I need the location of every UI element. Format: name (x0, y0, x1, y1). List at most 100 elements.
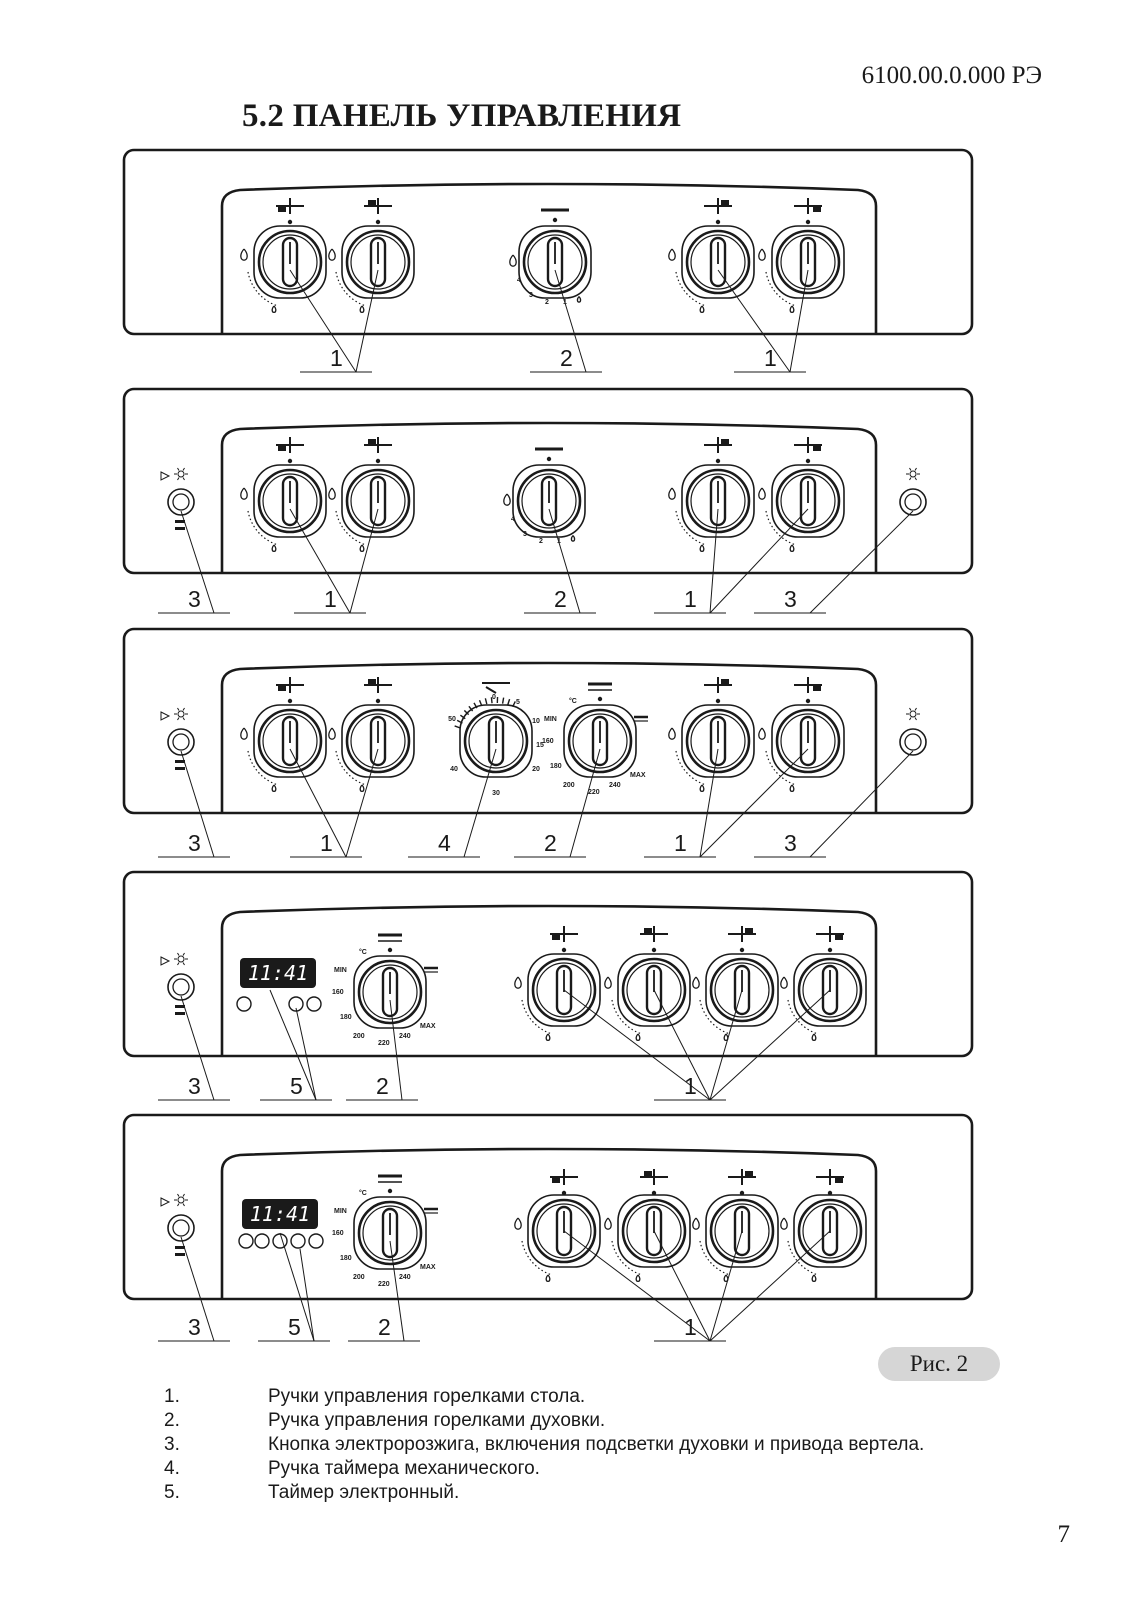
flame-scale (675, 750, 707, 786)
temperature-label: 180 (340, 1255, 352, 1262)
unit-label: °C (569, 697, 577, 705)
leader-line (709, 989, 743, 1101)
timer-tick (490, 697, 493, 704)
leader-line (279, 1232, 315, 1342)
legend-item: 5.Таймер электронный. (164, 1481, 924, 1505)
timer-button (254, 1233, 270, 1249)
callout: 5 (258, 1232, 330, 1342)
timer-tick (512, 701, 516, 708)
indicator-dot (805, 458, 811, 464)
panel-outline (122, 627, 974, 815)
callout: 5 (260, 989, 332, 1101)
timer-display (240, 958, 316, 988)
oven-scale-label: 3 (523, 531, 527, 538)
flame-scale (787, 1240, 819, 1276)
temperature-label: 220 (588, 789, 600, 796)
flame-scale (335, 510, 367, 546)
temperature-label: 160 (332, 1230, 344, 1237)
big-flame-icon (328, 727, 336, 740)
temperature-label: 160 (542, 738, 554, 745)
leader-line (653, 1230, 711, 1342)
callout-number: 1 (674, 830, 687, 856)
callout: 3 (158, 750, 230, 858)
burner-knob (758, 704, 845, 793)
callout-number: 1 (764, 345, 777, 371)
callout: 4 (408, 748, 497, 858)
min-label: MIN (334, 967, 347, 974)
min-label: MIN (544, 716, 557, 723)
leader-line (717, 269, 791, 373)
small-flame-icon (359, 544, 365, 553)
small-flame-icon (576, 296, 582, 303)
control-panel: 4321121 (122, 148, 974, 373)
mode-marker (175, 767, 185, 770)
temperature-label: 180 (550, 763, 562, 770)
leader-line (809, 510, 914, 614)
big-flame-icon (514, 976, 522, 989)
burner-knob (668, 704, 755, 793)
panel-inner-edge (220, 1147, 878, 1299)
temperature-label: 240 (399, 1274, 411, 1281)
leader-line (295, 1007, 317, 1101)
big-flame-icon (668, 248, 676, 261)
indicator-dot (375, 698, 381, 704)
timer-button (308, 1233, 324, 1249)
flame-scale (675, 510, 707, 546)
flame-scale (699, 1240, 731, 1276)
big-flame-icon (604, 1217, 612, 1230)
burner-knob (758, 225, 845, 314)
leader-line (789, 269, 809, 373)
big-flame-icon (780, 976, 788, 989)
timer-tick (468, 705, 474, 712)
timer-display-text: 11:41 (248, 961, 308, 985)
callout: 1 (654, 508, 809, 614)
callout-number: 2 (376, 1073, 389, 1099)
burner-position-icon (728, 1169, 756, 1185)
big-flame-icon (668, 487, 676, 500)
big-flame-icon (503, 493, 511, 506)
mode-marker (175, 1005, 185, 1008)
leader-line (569, 748, 601, 858)
burner-knob (240, 225, 327, 314)
mode-marker (175, 527, 185, 530)
spark-icon (174, 707, 188, 721)
indicator-dot (287, 698, 293, 704)
leader-line (345, 748, 379, 858)
oven-scale-label: 2 (545, 299, 549, 306)
leader-line (809, 750, 914, 858)
timer-scale-label: 10 (532, 718, 540, 725)
callout-number: 1 (684, 586, 697, 612)
legend-number: 1. (164, 1386, 180, 1407)
burner-knob (240, 704, 327, 793)
callout-number: 2 (560, 345, 573, 371)
indicator-dot (287, 458, 293, 464)
burner-position-icon (550, 926, 578, 942)
legend-item: 3.Кнопка электророзжига, включения подсв… (164, 1433, 924, 1457)
legend-text: Ручка таймера механического. (268, 1458, 540, 1479)
max-label: MAX (420, 1023, 436, 1030)
callout-number: 1 (324, 586, 337, 612)
rotisserie-icon (160, 1197, 171, 1207)
small-flame-icon (811, 1033, 817, 1042)
flame-scale (787, 999, 819, 1035)
indicator-dot (546, 456, 552, 462)
timer-tick (478, 699, 483, 707)
small-flame-icon (545, 1274, 551, 1283)
flame-scale (611, 999, 643, 1035)
temperature-label: 220 (378, 1281, 390, 1288)
callout: 1 (289, 508, 379, 614)
leader-line (709, 508, 809, 614)
callout: 2 (348, 1240, 420, 1342)
indicator-dot (739, 947, 745, 953)
small-flame-icon (789, 305, 795, 314)
leader-line (554, 269, 587, 373)
burner-position-icon (364, 437, 392, 453)
legend-text: Кнопка электророзжига, включения подсвет… (268, 1434, 925, 1455)
big-flame-icon (780, 1217, 788, 1230)
timer-scale-label: 40 (450, 766, 458, 773)
leader-line (709, 1230, 831, 1342)
callout-number: 1 (320, 830, 333, 856)
oven-scale-label: 4 (517, 277, 521, 284)
